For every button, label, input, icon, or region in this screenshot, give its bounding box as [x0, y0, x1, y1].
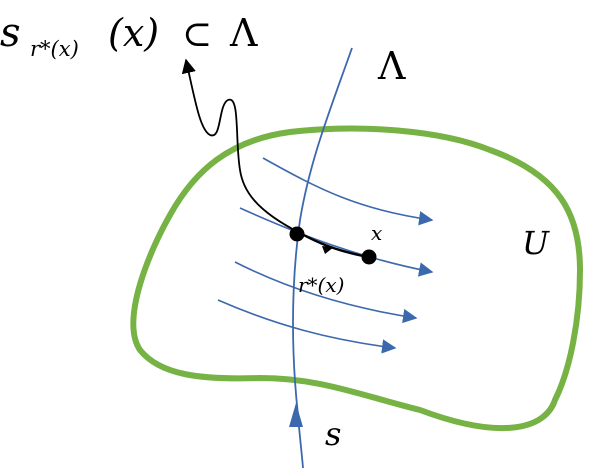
point-x — [361, 249, 377, 265]
formula-subset: ⊂ — [182, 14, 212, 55]
orbit-segment — [299, 231, 364, 258]
formula-s: s — [0, 10, 21, 56]
flow-line-4 — [217, 299, 397, 354]
lambda-curve — [292, 47, 353, 469]
flow-line-2 — [239, 207, 434, 277]
orbit-segment-arrowhead — [322, 246, 334, 254]
flow-line-1 — [262, 157, 434, 226]
region-label: U — [522, 224, 550, 262]
flow-lines — [217, 157, 434, 354]
formula-label: s r*(x) (x) ⊂ Λ — [0, 10, 258, 61]
point-r-star — [289, 226, 305, 242]
formula-lambda: Λ — [229, 11, 258, 55]
leader-curve — [181, 58, 301, 234]
formula-argument: (x) — [108, 11, 159, 55]
formula-subscript: r*(x) — [30, 37, 79, 61]
point-x-label: x — [371, 221, 382, 245]
lambda-label: Λ — [377, 44, 406, 88]
region-u-boundary — [130, 125, 583, 432]
s-label: s — [325, 415, 341, 453]
flow-line-3 — [234, 261, 418, 324]
point-r-label: r*(x) — [298, 273, 344, 297]
s-direction-arrow — [289, 403, 303, 427]
